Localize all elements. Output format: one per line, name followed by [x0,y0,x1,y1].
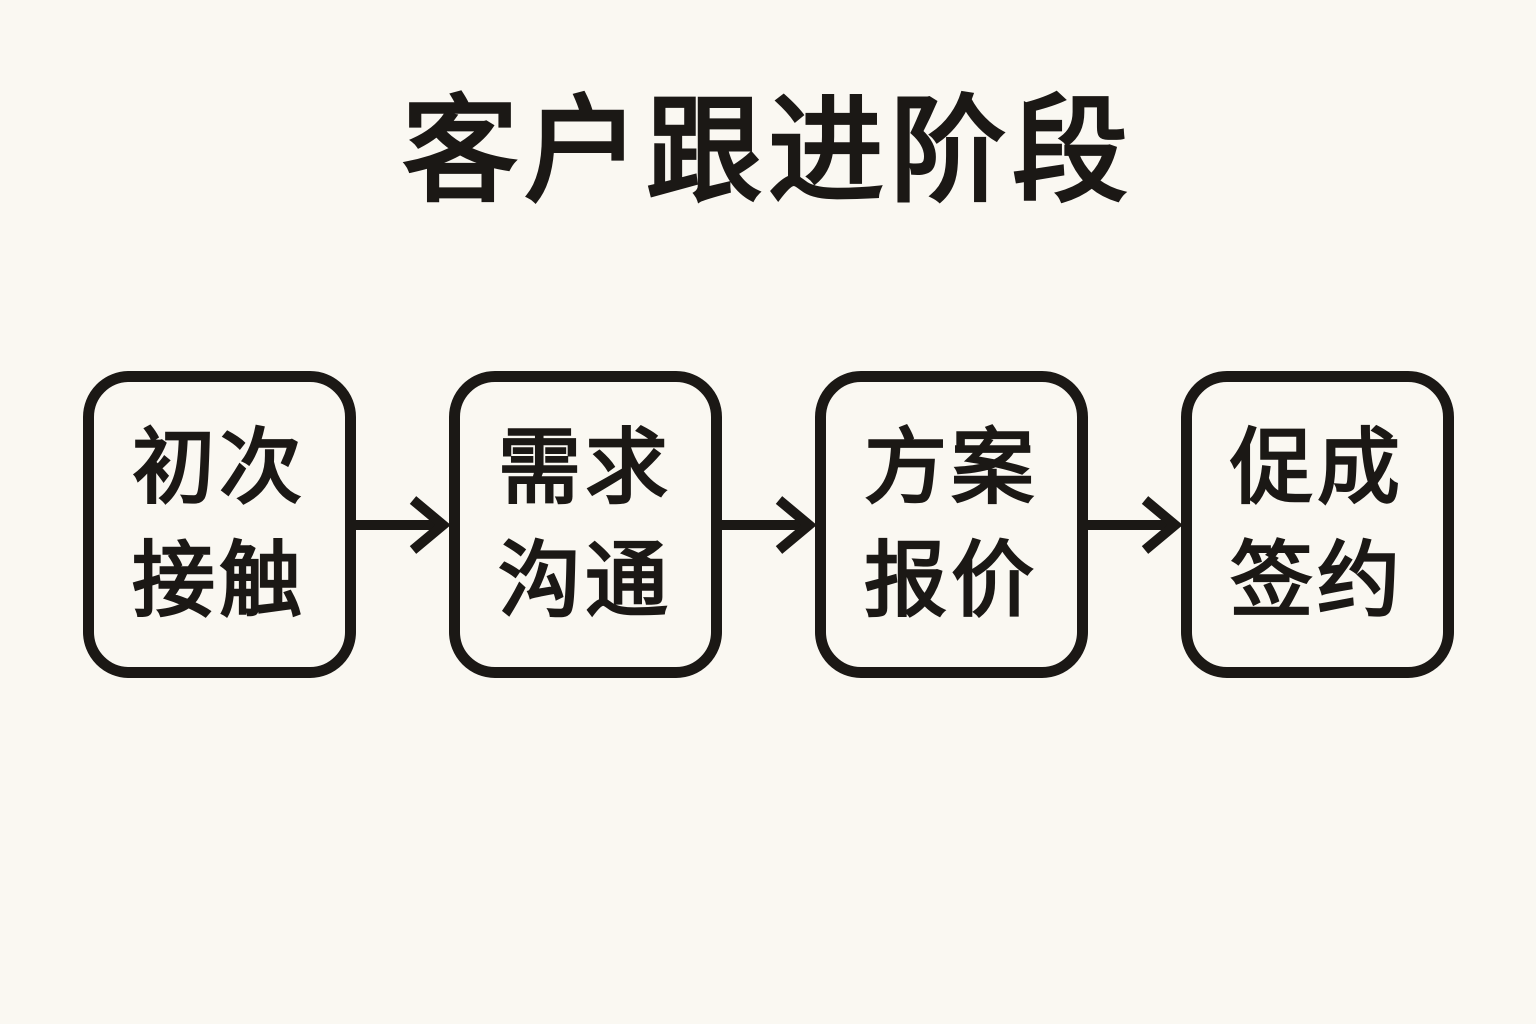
arrow-right-icon [721,495,815,554]
stage-label-line: 沟通 [498,533,672,627]
stage-box-initial-contact: 初次 接触 [82,371,356,678]
stage-box-needs-communication: 需求 沟通 [448,371,722,678]
stage-label-line: 报价 [864,533,1038,627]
arrow-right-icon [1087,495,1181,554]
stage-label-line: 签约 [1230,533,1404,627]
arrow-right-icon [355,495,449,554]
stage-box-close-signing: 促成 签约 [1180,371,1454,678]
stage-label-line: 促成 [1230,420,1404,514]
stage-label-line: 初次 [132,420,306,514]
stage-label-line: 需求 [498,420,672,514]
stage-label-line: 方案 [864,420,1038,514]
stage-label-line: 接触 [132,533,306,627]
flow-row: 初次 接触 需求 沟通 方案 报价 促成 签约 [0,371,1536,678]
page-title: 客户跟进阶段 [402,86,1134,216]
stage-box-proposal-quote: 方案 报价 [814,371,1088,678]
